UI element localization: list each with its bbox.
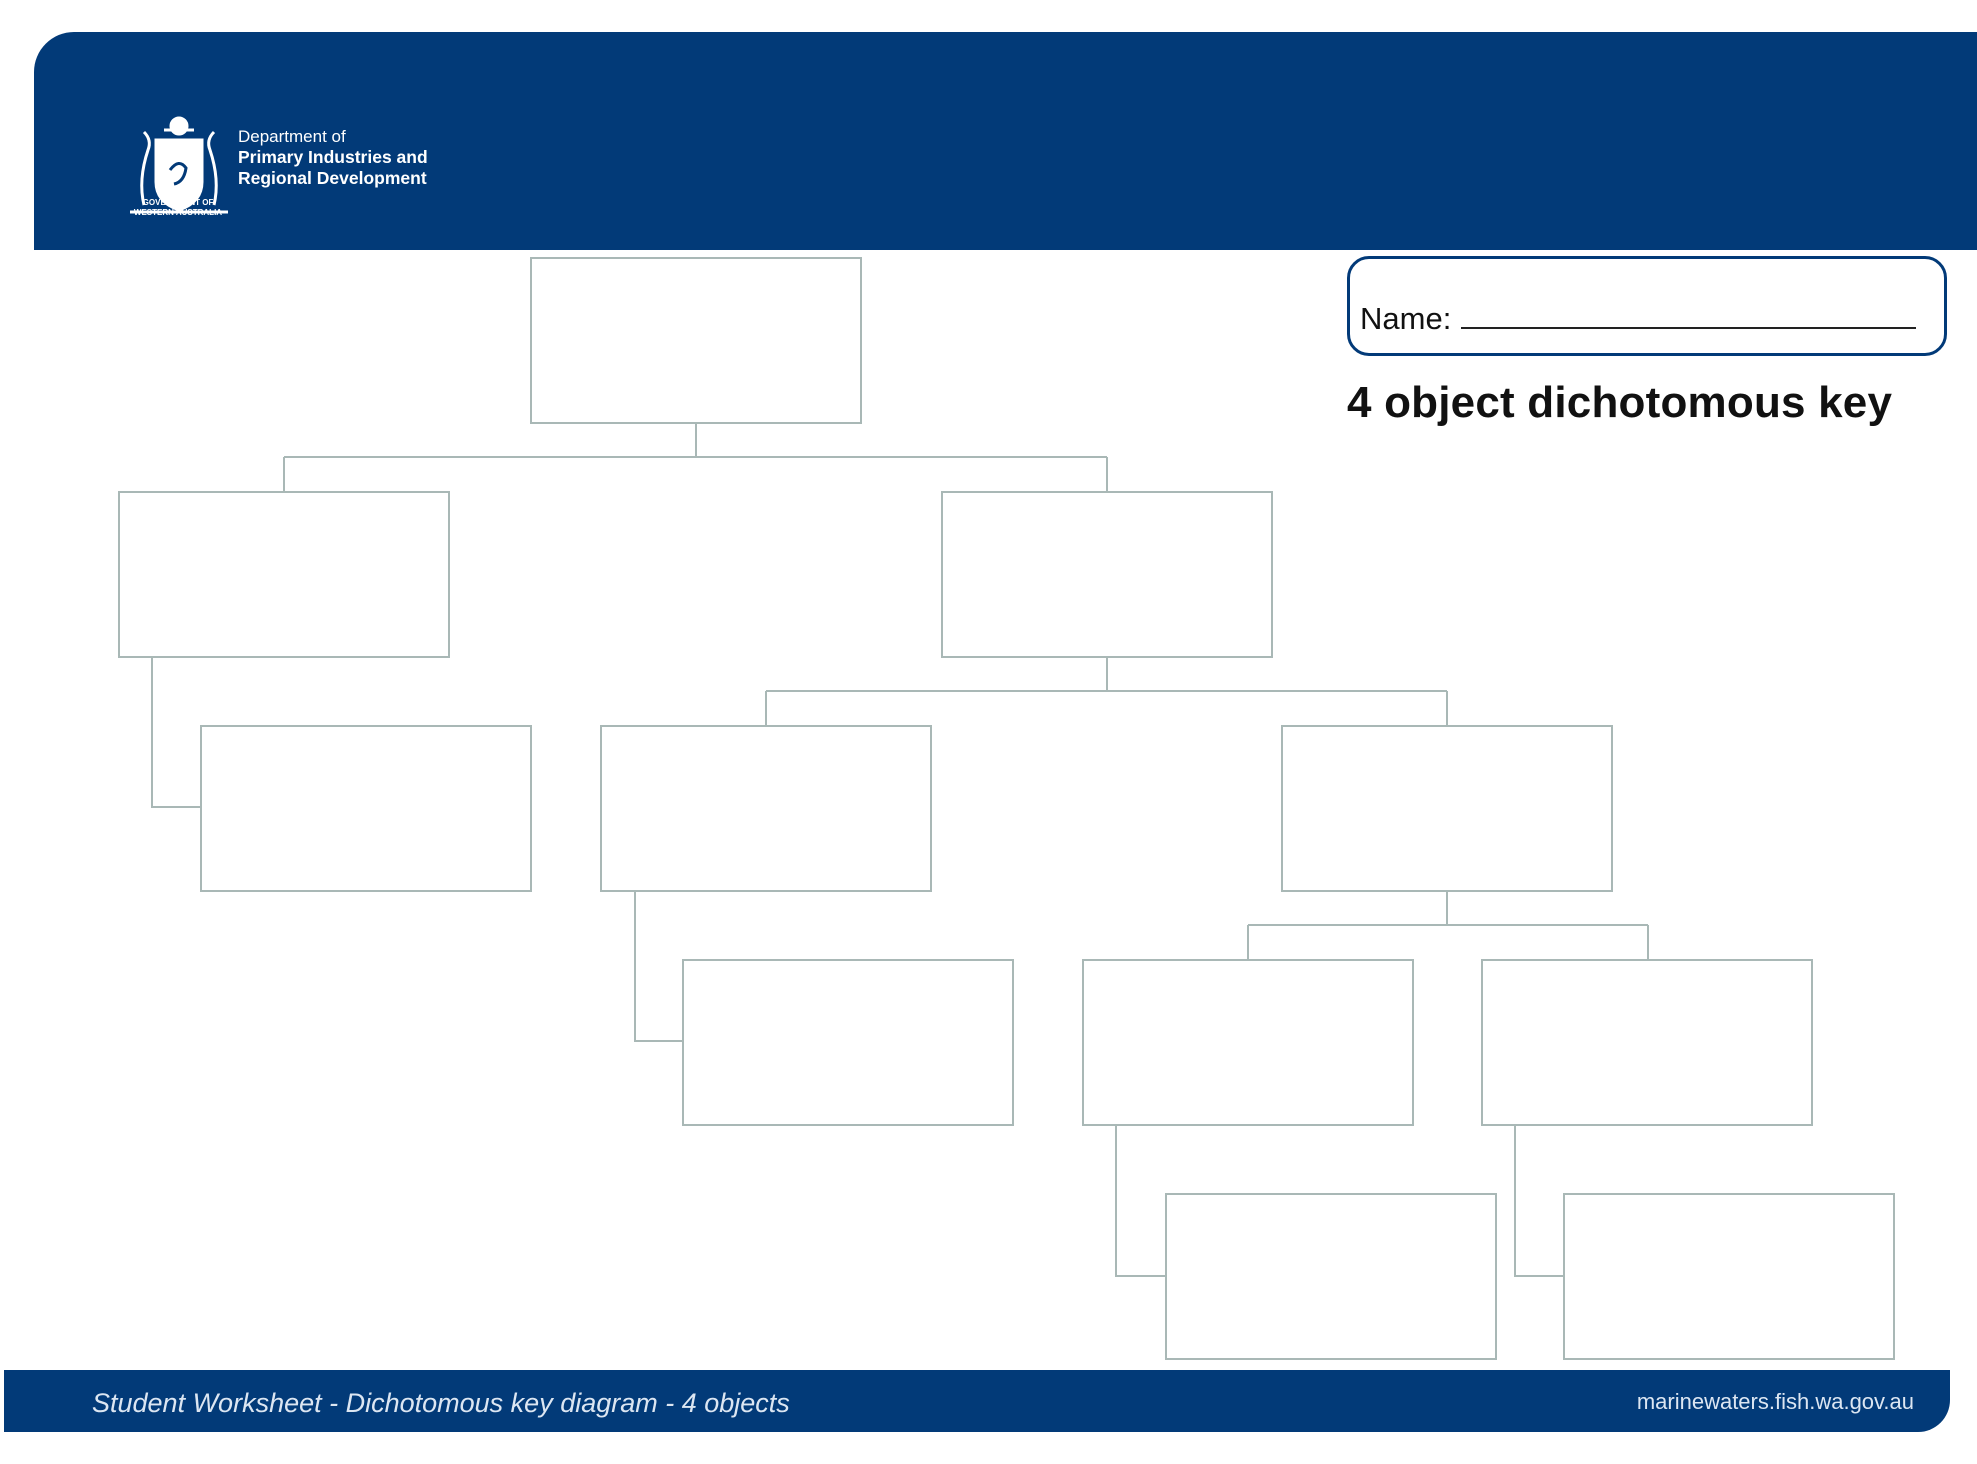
key-box-2[interactable] [118,491,450,658]
name-field-box[interactable]: Name: [1347,256,1947,356]
footer-banner: Student Worksheet - Dichotomous key diag… [4,1370,1950,1432]
connector-right-branch [765,657,1448,726]
key-box-1[interactable] [530,257,862,424]
key-box-10[interactable] [1165,1193,1497,1360]
key-box-9[interactable] [1481,959,1813,1126]
key-box-5[interactable] [600,725,932,892]
connector-mid-right [1247,891,1649,960]
wa-coat-of-arms-icon [130,116,228,214]
connector-bottom-right [1514,1125,1564,1277]
page-title: 4 object dichotomous key [1347,378,1893,427]
connector-left-branch [151,657,201,808]
name-underline[interactable] [1461,299,1917,329]
key-box-4[interactable] [200,725,532,892]
gov-line-2: WESTERN AUSTRALIA [133,208,223,217]
department-name: Department of Primary Industries and Reg… [238,126,428,189]
key-box-8[interactable] [1082,959,1414,1126]
header-banner [34,32,1977,250]
dept-line-1: Department of [238,127,346,146]
dept-line-2: Primary Industries and [238,147,428,167]
key-box-3[interactable] [941,491,1273,658]
footer-website: marinewaters.fish.wa.gov.au [1636,1389,1914,1414]
name-label: Name: [1360,301,1452,336]
connector-mid-left [634,891,683,1042]
key-box-11[interactable] [1563,1193,1895,1360]
key-box-7[interactable] [682,959,1014,1126]
gov-line-1: GOVERNMENT OF [142,198,214,207]
connector-bottom-left [1115,1125,1166,1277]
connector-root [283,423,1108,492]
dept-line-3: Regional Development [238,168,427,188]
key-box-6[interactable] [1281,725,1613,892]
government-label: GOVERNMENT OF WESTERN AUSTRALIA [122,198,234,218]
footer-title: Student Worksheet - Dichotomous key diag… [92,1388,790,1418]
